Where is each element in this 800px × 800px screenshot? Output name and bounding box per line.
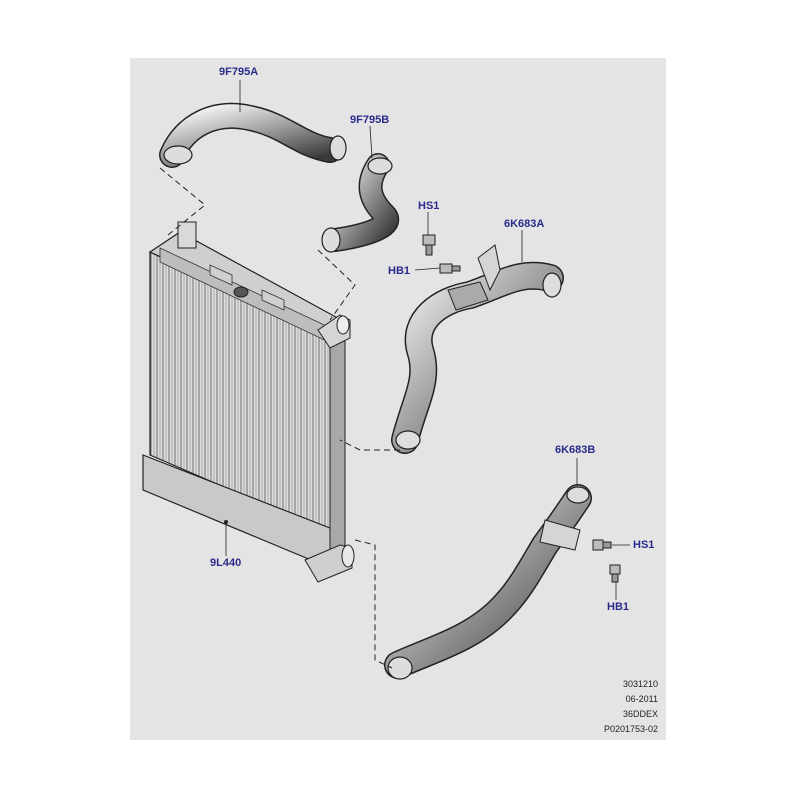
hose-6k683a [391,244,564,454]
callout-9l440[interactable]: 9L440 [210,557,242,569]
connection-lines [159,167,400,669]
leader-lines [225,80,630,600]
bolt-hs1-top-icon [422,234,436,256]
callout-6k683a[interactable]: 6K683A [504,218,545,230]
hose-9f795a [159,102,347,168]
hose-9f795b [321,153,400,253]
illustration-id: P0201753-02 [603,724,658,734]
callout-9f795b[interactable]: 9F795B [350,114,390,126]
bolt-hb1-bottom-icon [609,564,621,583]
callout-hs1-bottom[interactable]: HS1 [633,539,655,551]
ref-number: 3031210 [622,679,658,689]
bolt-hb1-top-icon [439,263,461,274]
bolt-hs1-bottom-icon [592,539,612,551]
callout-hb1-top[interactable]: HB1 [388,265,411,277]
callout-hb1-bottom[interactable]: HB1 [607,601,630,613]
callout-9f795a[interactable]: 9F795A [219,66,259,78]
intercooler-9l440 [142,221,355,583]
ref-date: 06-2011 [625,694,658,704]
callout-6k683b[interactable]: 6K683B [555,444,596,456]
hose-6k683b [384,484,592,680]
ref-code: 36DDEX [622,709,658,719]
callout-hs1-top[interactable]: HS1 [418,200,440,212]
